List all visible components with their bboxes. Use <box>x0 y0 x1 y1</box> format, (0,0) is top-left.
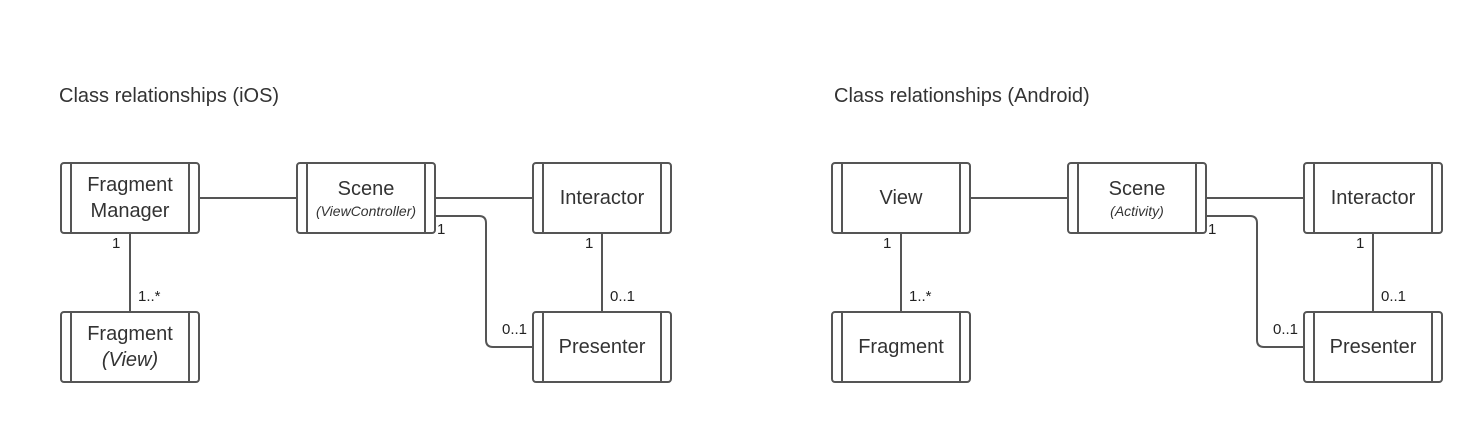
ios-mult-fragment-target: 1..* <box>138 288 161 305</box>
android-fragment-label: Fragment <box>858 336 944 358</box>
ios-mult-scene-source: 1 <box>437 221 446 238</box>
android-interactor-label: Interactor <box>1330 187 1416 209</box>
android-scene-box[interactable]: Scene (Activity) <box>1067 162 1207 234</box>
android-mult-interactor-source: 1 <box>1356 235 1365 252</box>
android-diagram: Class relationships (Android) View Scene… <box>771 0 1484 423</box>
ios-fragment-subtitle: (View) <box>101 349 159 371</box>
android-mult-scene-source: 1 <box>1208 221 1217 238</box>
ios-interactor-label: Interactor <box>559 187 645 209</box>
android-fragment-box[interactable]: Fragment <box>831 311 971 383</box>
ios-scene-box[interactable]: Scene (ViewController) <box>296 162 436 234</box>
android-scene-presenter-line <box>1207 215 1303 348</box>
android-view-label: View <box>879 187 923 209</box>
ios-fragment-manager-box[interactable]: Fragment Manager <box>60 162 200 234</box>
ios-fragment-label: Fragment <box>87 323 173 345</box>
ios-presenter-box[interactable]: Presenter <box>532 311 672 383</box>
android-connectors <box>900 197 1374 348</box>
android-title: Class relationships (Android) <box>834 85 1090 107</box>
ios-fragment-box[interactable]: Fragment (View) <box>60 311 200 383</box>
ios-fragment-manager-label-line2: Manager <box>90 200 170 222</box>
ios-scene-subtitle: (ViewController) <box>315 203 417 219</box>
android-mult-fragment-target: 1..* <box>909 288 932 305</box>
ios-interactor-box[interactable]: Interactor <box>532 162 672 234</box>
ios-presenter-label: Presenter <box>558 336 646 358</box>
android-mult-interactor-presenter-target: 0..1 <box>1381 288 1407 305</box>
android-view-box[interactable]: View <box>831 162 971 234</box>
ios-title: Class relationships (iOS) <box>59 85 280 107</box>
android-scene-label: Scene <box>1108 178 1166 200</box>
android-mult-scene-presenter-target: 0..1 <box>1273 321 1299 338</box>
android-presenter-box[interactable]: Presenter <box>1303 311 1443 383</box>
android-interactor-box[interactable]: Interactor <box>1303 162 1443 234</box>
android-mult-view-source: 1 <box>883 235 892 252</box>
ios-connectors <box>129 197 603 348</box>
ios-scene-label: Scene <box>337 178 395 200</box>
android-scene-subtitle: (Activity) <box>1110 203 1164 219</box>
ios-mult-interactor-presenter-target: 0..1 <box>610 288 636 305</box>
android-presenter-label: Presenter <box>1329 336 1417 358</box>
ios-mult-scene-presenter-target: 0..1 <box>502 321 528 338</box>
ios-mult-interactor-source: 1 <box>585 235 594 252</box>
ios-mult-fragment-manager-source: 1 <box>112 235 121 252</box>
ios-diagram: Class relationships (iOS) Fragment Manag… <box>59 85 672 383</box>
ios-fragment-manager-label-line1: Fragment <box>87 174 173 196</box>
ios-scene-presenter-line <box>436 215 532 348</box>
